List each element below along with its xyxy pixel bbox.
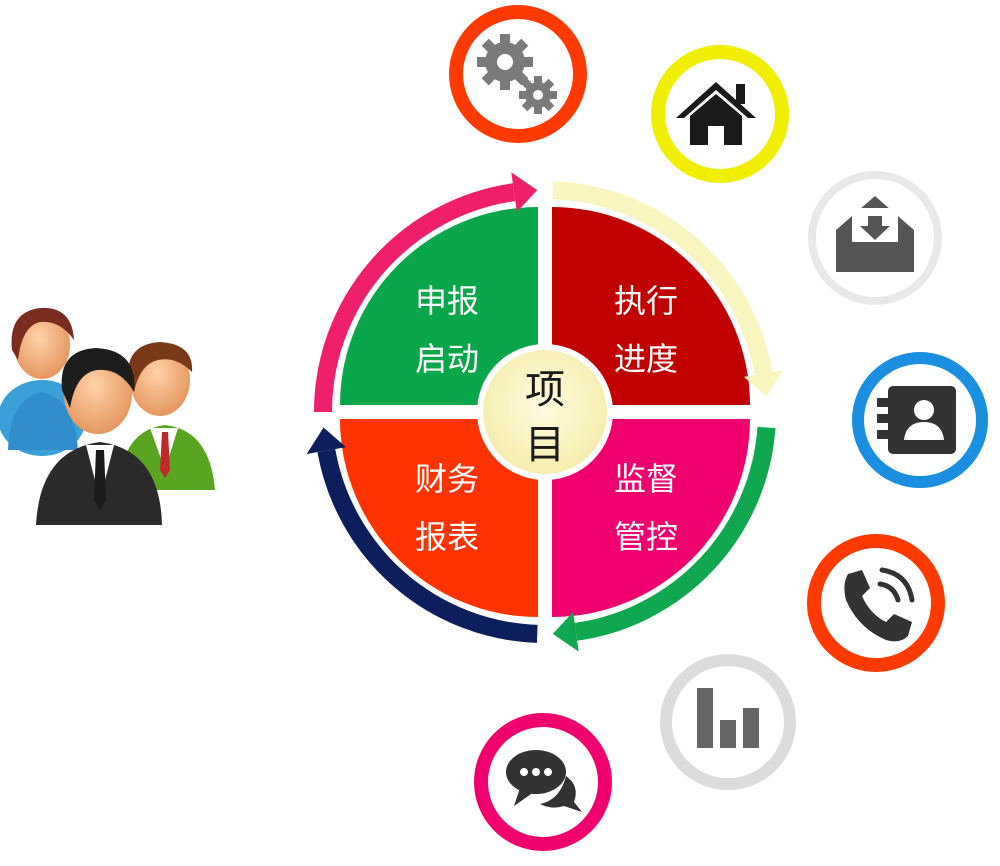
quadrant-top-right [552, 207, 750, 405]
phone-icon[interactable] [807, 534, 945, 672]
cycle-arrow-bottom-left [317, 448, 538, 643]
cycle-arrow-bottom-right [574, 426, 776, 641]
cycle-arrowhead-bottom-left [306, 427, 347, 455]
quadrant-label-top-left-1: 申报 [415, 282, 479, 320]
contact-icon[interactable] [852, 352, 988, 488]
quadrant-label-top-left-2: 启动 [415, 340, 479, 378]
center-label-line2: 目 [525, 422, 565, 468]
cycle-arrowhead-top-left [511, 172, 538, 212]
quadrant-label-bottom-right-2: 管控 [614, 518, 678, 556]
cycle-arrow-top-right [552, 181, 773, 376]
quadrant-label-top-right-2: 进度 [614, 340, 678, 378]
quadrant-label-bottom-left-2: 报表 [415, 518, 479, 556]
quadrant-bottom-left [340, 419, 538, 617]
quadrant-label-bottom-left-1: 财务 [415, 460, 479, 498]
mail-icon[interactable] [808, 171, 942, 305]
center-label-line1: 项 [525, 367, 565, 413]
home-icon[interactable] [651, 45, 789, 183]
gears-icon[interactable] [449, 5, 587, 143]
quadrant-label-bottom-right-1: 监督 [614, 460, 678, 498]
chat-icon[interactable] [474, 713, 612, 851]
people-group-icon [0, 307, 215, 525]
chart-icon[interactable] [660, 654, 796, 790]
center-circle: 项 目 [477, 344, 613, 480]
cycle-arrow-top-left [314, 183, 516, 413]
quadrant-label-top-right-1: 执行 [614, 282, 678, 320]
quadrant-bottom-right [552, 419, 750, 617]
cycle-arrowhead-top-right [743, 369, 784, 397]
cycle-arrows [306, 172, 784, 652]
quadrant-group [340, 207, 750, 617]
cycle-arrowhead-bottom-right [552, 612, 579, 652]
quadrant-top-left [340, 207, 538, 405]
